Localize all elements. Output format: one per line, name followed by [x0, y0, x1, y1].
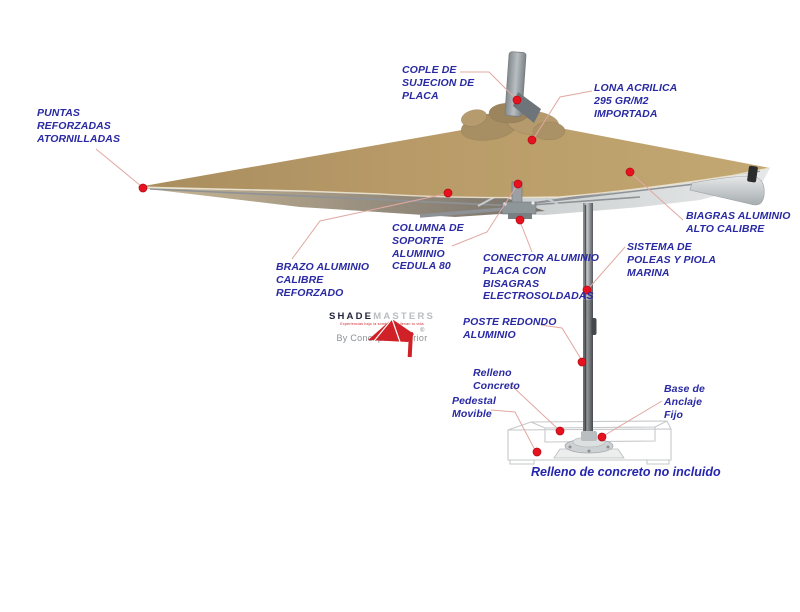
label-lona-acrilica: LONA ACRILICA 295 GR/M2 IMPORTADA [594, 82, 678, 120]
crown-pole-stub [504, 51, 541, 123]
brand-wordmark: SHADEMASTERS [328, 311, 436, 322]
callout-dot-pedestal [532, 447, 542, 457]
callout-dot-puntas [138, 183, 148, 193]
label-brazo-aluminio: BRAZO ALUMINIO CALIBRE REFORZADO [276, 261, 370, 299]
label-puntas-reforzadas: PUNTAS REFORZADAS ATORNILLADAS [37, 107, 121, 145]
footnote-concrete-note: Relleno de concreto no incluido [531, 465, 721, 479]
callout-dot-poste [577, 357, 587, 367]
canopy-top [138, 123, 770, 198]
anchor-plate [553, 431, 625, 459]
label-conector-aluminio: CONECTOR ALUMINIO PLACA CON BISAGRAS ELE… [483, 252, 600, 303]
label-columna-soporte: COLUMNA DE SOPORTE ALUMINIO CEDULA 80 [392, 222, 464, 273]
callout-dot-sistema [582, 285, 592, 295]
umbrella-logo-icon [368, 318, 414, 358]
callout-dot-biagras [625, 167, 635, 177]
callout-dot-brazo [443, 188, 453, 198]
label-biagras-aluminio: BIAGRAS ALUMINIO ALTO CALIBRE [686, 210, 791, 235]
callout-dot-cople [512, 95, 522, 105]
cord-cleat [591, 318, 597, 335]
label-relleno-concreto: Relleno Concreto [473, 367, 520, 392]
canopy-ribs [149, 170, 761, 218]
label-sistema-poleas: SISTEMA DE POLEAS Y PIOLA MARINA [627, 241, 717, 279]
label-pedestal-movible: Pedestal Movible [452, 395, 496, 420]
callout-dot-base [597, 432, 607, 442]
brand-tagline: Experiencias bajo la sombra que llenan t… [340, 322, 424, 326]
edge-profile [689, 165, 765, 206]
callout-dot-columna [513, 179, 523, 189]
leader-lines [95, 71, 684, 451]
brand-logo: ® SHADEMASTERS Experiencias bajo la somb… [322, 311, 442, 358]
callout-dot-conector [515, 215, 525, 225]
label-base-anclaje: Base de Anclaje Fijo [664, 383, 705, 421]
label-cople-sujecion: COPLE DE SUJECION DE PLACA [402, 64, 475, 102]
main-pole [583, 203, 597, 453]
registered-mark: ® [420, 328, 425, 334]
callout-dot-relleno [555, 426, 565, 436]
label-poste-redondo: POSTE REDONDO ALUMINIO [463, 316, 557, 341]
callout-dot-lona [527, 135, 537, 145]
canopy-front-edge-highlight [137, 167, 771, 199]
